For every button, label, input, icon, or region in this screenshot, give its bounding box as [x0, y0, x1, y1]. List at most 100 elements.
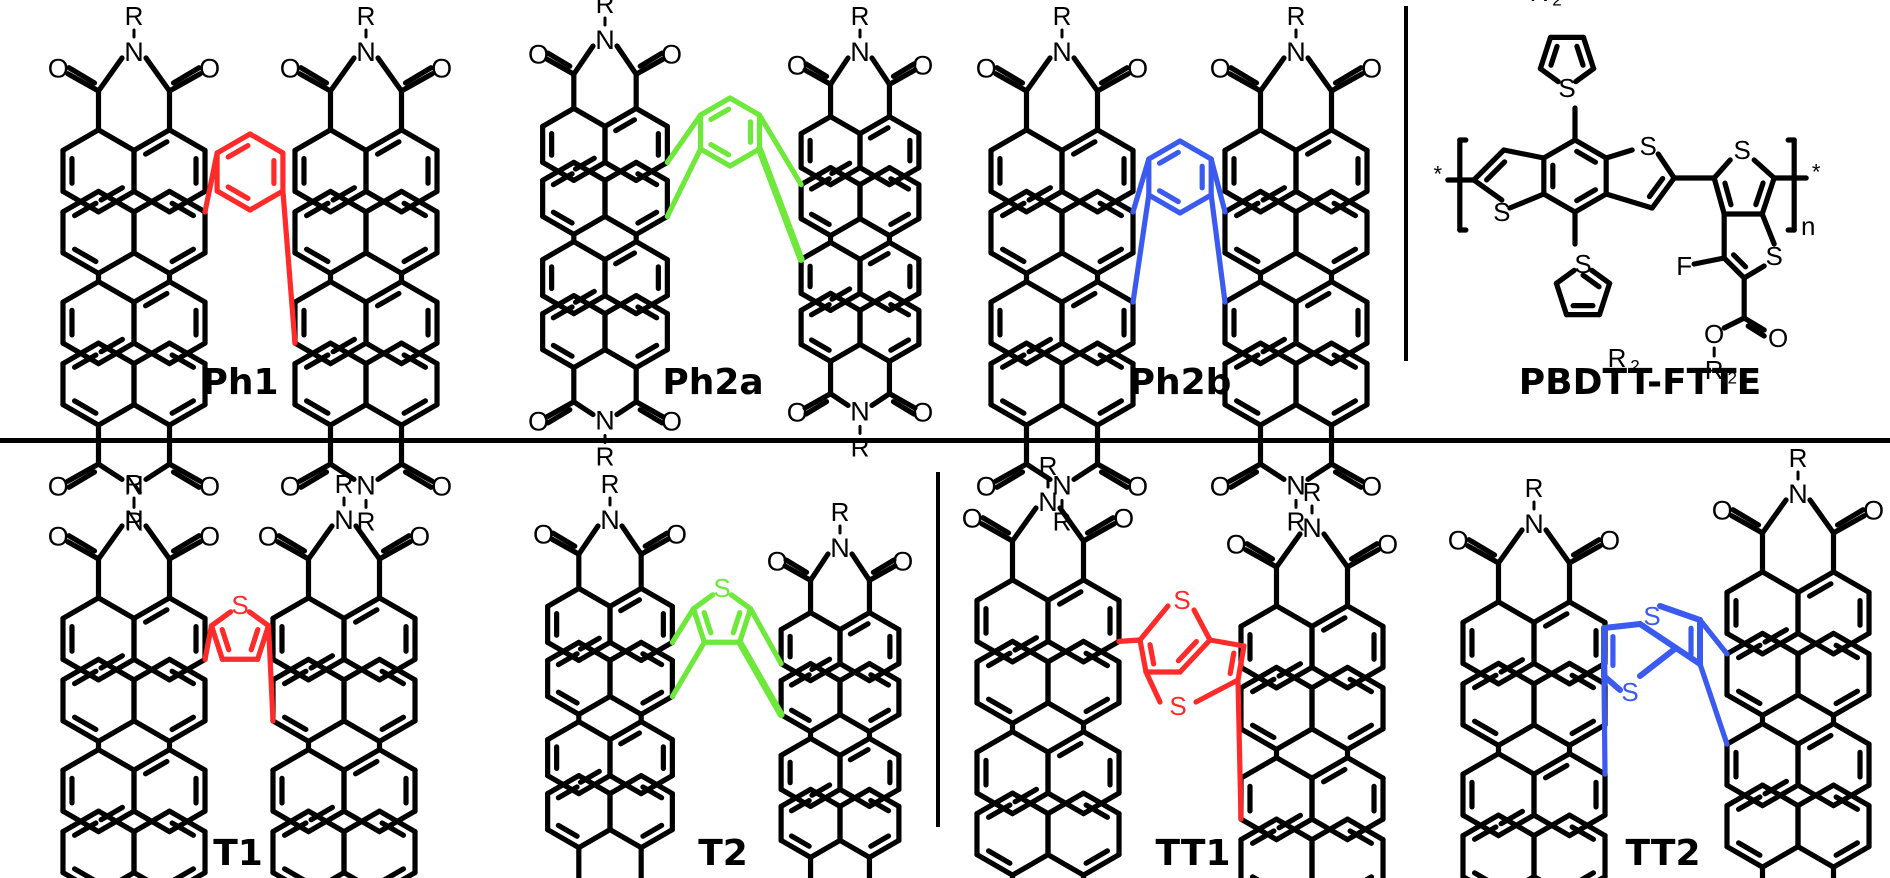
oxygen-atom: O — [912, 51, 933, 81]
substituent-r: R — [1039, 451, 1058, 481]
substituent-r: R — [596, 0, 615, 19]
compound-label-ph1: Ph1 — [201, 362, 279, 403]
nitrogen-atom: N — [124, 37, 144, 67]
oxygen-atom: O — [280, 53, 301, 83]
oxygen-atom: O — [528, 39, 549, 69]
oxygen-atom: O — [661, 39, 682, 69]
vertical-divider-top — [1404, 6, 1408, 361]
nitrogen-atom: N — [1052, 470, 1072, 500]
oxygen-atom: O — [431, 53, 452, 83]
oxygen-atom: O — [976, 53, 997, 83]
vertical-divider-bottom — [936, 472, 940, 827]
oxygen-atom: O — [1704, 319, 1724, 349]
oxygen-atom: O — [1226, 529, 1247, 559]
nitrogen-atom: N — [1052, 37, 1072, 67]
oxygen-atom: O — [258, 521, 279, 551]
oxygen-atom: O — [1712, 495, 1733, 525]
substituent-r: R — [851, 432, 870, 462]
substituent-r: R — [831, 497, 850, 527]
oxygen-atom: O — [787, 397, 808, 427]
oxygen-atom: O — [48, 472, 69, 502]
sulfur-atom: S — [1173, 585, 1190, 615]
substituent-r: R — [357, 1, 376, 31]
oxygen-atom: O — [528, 407, 549, 437]
nitrogen-atom: N — [850, 396, 870, 426]
substituent-r2: R — [1530, 0, 1549, 7]
oxygen-atom: O — [1361, 53, 1382, 83]
substituent-r: R — [357, 506, 376, 536]
substituent-r: R — [851, 1, 870, 31]
oxygen-atom: O — [1599, 525, 1620, 555]
nitrogen-atom: N — [1302, 513, 1322, 543]
oxygen-atom: O — [48, 53, 69, 83]
oxygen-atom: O — [1127, 472, 1148, 502]
compound-label-ph2a: Ph2a — [662, 362, 764, 403]
nitrogen-atom: N — [595, 406, 615, 436]
nitrogen-atom: N — [830, 533, 850, 563]
compound-label-t1: T1 — [213, 833, 263, 874]
oxygen-atom: O — [431, 472, 452, 502]
substituent-subscript: 2 — [1727, 369, 1736, 388]
nitrogen-atom: N — [595, 25, 615, 55]
substituent-r: R — [1303, 477, 1322, 507]
horizontal-divider — [0, 438, 1890, 443]
nitrogen-atom: N — [850, 37, 870, 67]
sulfur-atom: S — [1558, 73, 1575, 103]
end-group-asterisk: * — [1434, 162, 1443, 187]
substituent-r2: R — [1705, 355, 1724, 385]
substituent-r2: R — [1608, 343, 1627, 373]
compound-label-tt2: TT2 — [1625, 833, 1701, 874]
substituent-r: R — [1525, 473, 1544, 503]
nitrogen-atom: N — [356, 470, 376, 500]
sulfur-atom: S — [1766, 241, 1783, 271]
oxygen-atom: O — [199, 53, 220, 83]
nitrogen-atom: N — [1524, 509, 1544, 539]
structure-pbdtt-ftte: SSSR2SR2SSFOOR2**n — [1434, 0, 1821, 388]
substituent-r: R — [1053, 1, 1072, 31]
substituent-r: R — [125, 1, 144, 31]
nitrogen-atom: N — [124, 505, 144, 535]
substituent-subscript: 2 — [1630, 357, 1639, 376]
end-group-asterisk: * — [1812, 160, 1821, 185]
nitrogen-atom: N — [1286, 470, 1306, 500]
sulfur-atom: S — [713, 573, 730, 603]
oxygen-atom: O — [976, 472, 997, 502]
oxygen-atom: O — [533, 519, 554, 549]
substituent-r: R — [125, 506, 144, 536]
substituent-r: R — [1287, 506, 1306, 536]
oxygen-atom: O — [661, 407, 682, 437]
sulfur-atom: S — [1493, 197, 1510, 227]
repeat-index-n: n — [1801, 211, 1815, 241]
oxygen-atom: O — [48, 521, 69, 551]
oxygen-atom: O — [1127, 53, 1148, 83]
substituent-r: R — [125, 469, 144, 499]
nitrogen-atom: N — [334, 505, 354, 535]
nitrogen-atom: N — [124, 470, 144, 500]
sulfur-atom: S — [1734, 135, 1751, 165]
oxygen-atom: O — [409, 521, 430, 551]
oxygen-atom: O — [1210, 472, 1231, 502]
substituent-r: R — [601, 469, 620, 499]
oxygen-atom: O — [1377, 529, 1398, 559]
compound-label-t2: T2 — [698, 833, 748, 874]
nitrogen-atom: N — [1788, 479, 1808, 509]
fluorine-atom: F — [1676, 251, 1692, 281]
sulfur-atom: S — [1621, 677, 1638, 707]
oxygen-atom: O — [199, 521, 220, 551]
oxygen-atom: O — [1210, 53, 1231, 83]
substituent-r: R — [1789, 443, 1808, 473]
compound-label-ph2b: Ph2b — [1128, 362, 1232, 403]
oxygen-atom: O — [787, 51, 808, 81]
nitrogen-atom: N — [1038, 487, 1058, 517]
sulfur-atom: S — [1640, 131, 1657, 161]
sulfur-atom: S — [231, 590, 248, 620]
nitrogen-atom: N — [1286, 37, 1306, 67]
oxygen-atom: O — [199, 472, 220, 502]
sulfur-atom: S — [1643, 601, 1660, 631]
oxygen-atom: O — [892, 547, 913, 577]
compound-label-pbdtt-ftte: PBDTT-FTTE — [1518, 362, 1762, 403]
